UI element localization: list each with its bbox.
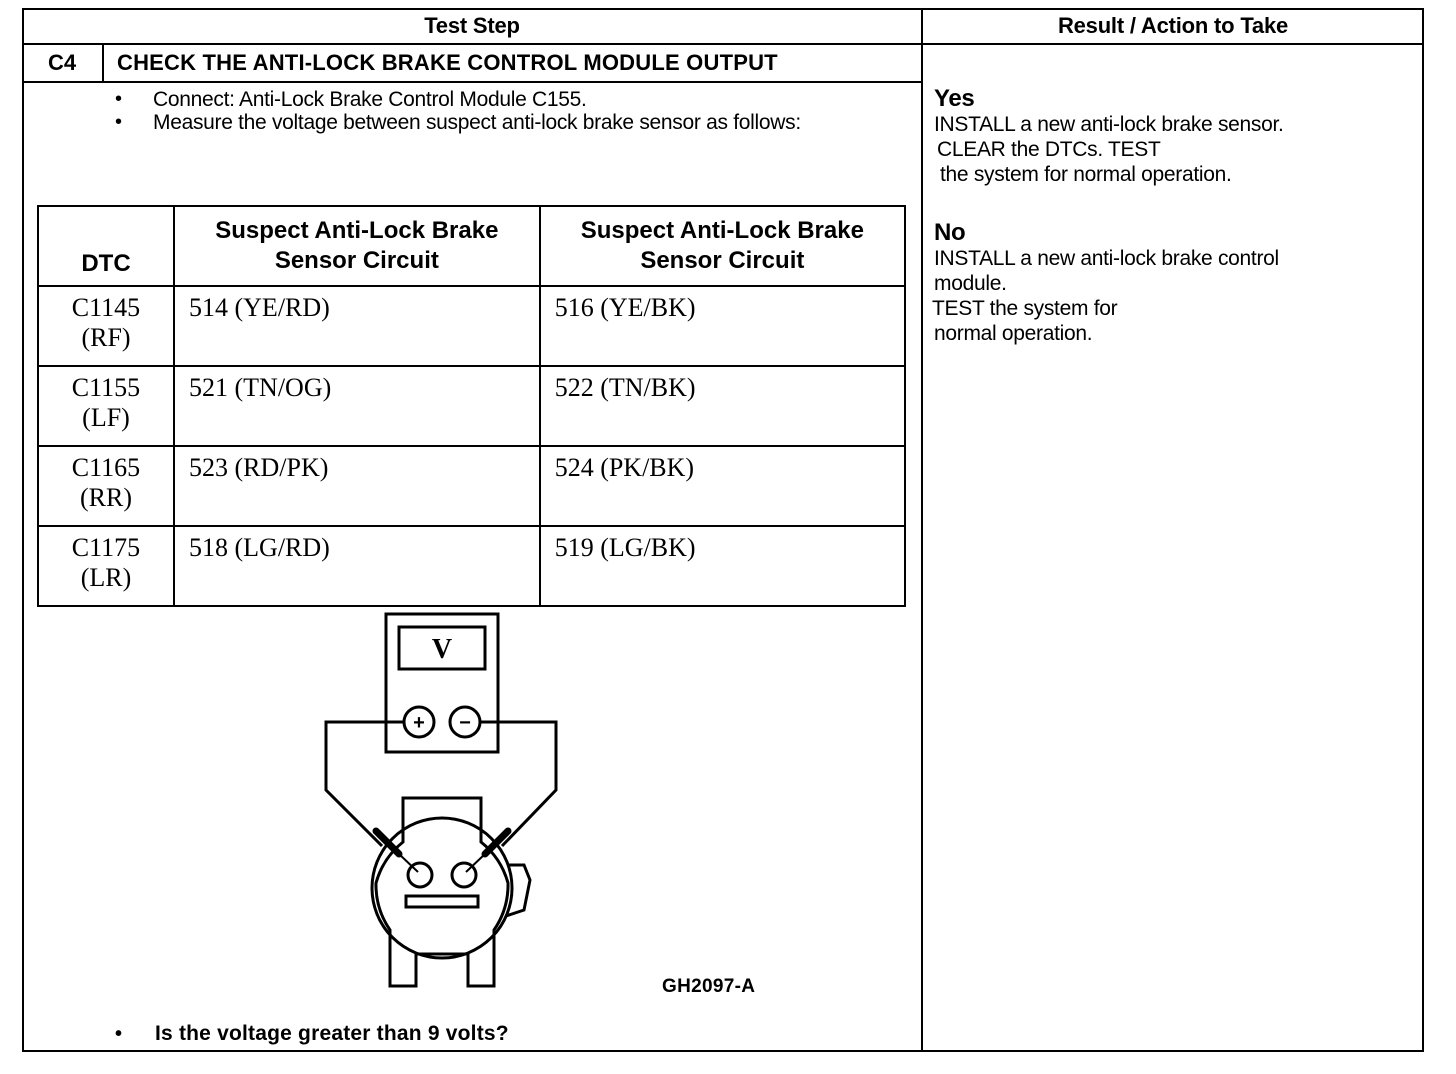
result-yes-line: CLEAR the DTCs. TEST	[937, 138, 1161, 161]
instruction-item: • Measure the voltage between suspect an…	[110, 111, 900, 134]
col-header-circuit-a: Suspect Anti-Lock Brake Sensor Circuit	[173, 205, 541, 287]
dtc-wheel: (LR)	[80, 563, 132, 592]
probe-tip-left	[372, 827, 403, 858]
dtc-code: C1145	[71, 293, 141, 322]
minus-sign: −	[459, 712, 471, 734]
result-no-line: INSTALL a new anti-lock brake control	[934, 247, 1279, 270]
column-divider	[921, 8, 923, 1052]
connector-key-slot	[404, 894, 480, 909]
voltmeter-body	[384, 612, 500, 754]
sensor-pin-left	[406, 861, 434, 889]
circuit-b-cell: 524 (PK/BK)	[538, 445, 907, 527]
probe-tip-right	[481, 827, 512, 858]
positive-lead	[324, 720, 404, 848]
table-row: C1155 (LF) 521 (TN/OG) 522 (TN/BK)	[37, 365, 907, 447]
step-id: C4	[22, 45, 104, 81]
instruction-item: • Connect: Anti-Lock Brake Control Modul…	[110, 88, 900, 111]
result-yes-line: the system for normal operation.	[940, 163, 1232, 186]
circuit-b-cell: 516 (YE/BK)	[538, 285, 907, 367]
circuit-b-cell: 522 (TN/BK)	[538, 365, 907, 447]
table-row: C1175 (LR) 518 (LG/RD) 519 (LG/BK)	[37, 525, 907, 607]
dtc-code: C1155	[71, 373, 141, 402]
circuit-a-cell: 523 (RD/PK)	[173, 445, 541, 527]
voltmeter-diagram: V + −	[324, 612, 558, 988]
circuit-b-cell: 519 (LG/BK)	[538, 525, 907, 607]
bullet: •	[115, 111, 122, 133]
dtc-code: C1165	[71, 453, 141, 482]
table-row: C1145 (RF) 514 (YE/RD) 516 (YE/BK)	[37, 285, 907, 367]
dtc-code: C1175	[71, 533, 141, 562]
bullet: •	[115, 1023, 123, 1045]
dtc-cell: C1175 (LR)	[37, 525, 175, 607]
dtc-wheel: (RR)	[80, 483, 132, 512]
col-header-circuit-b: Suspect Anti-Lock Brake Sensor Circuit	[538, 205, 907, 287]
result-yes-label: Yes	[934, 85, 975, 112]
question-text: Is the voltage greater than 9 volts?	[155, 1022, 509, 1045]
probe-needle-right	[465, 853, 486, 873]
procedure-frame	[22, 8, 1424, 1052]
meter-label: V	[432, 634, 452, 665]
dtc-wheel: (RF)	[81, 323, 131, 352]
result-yes: Yes INSTALL a new anti-lock brake sensor…	[934, 86, 1284, 187]
figure-id: GH2097-A	[662, 976, 756, 997]
dtc-cell: C1165 (RR)	[37, 445, 175, 527]
dtc-circuit-table: DTC Suspect Anti-Lock Brake Sensor Circu…	[37, 205, 907, 607]
result-no-label: No	[934, 219, 966, 246]
header-test-step: Test Step	[22, 8, 922, 45]
step-instructions: • Connect: Anti-Lock Brake Control Modul…	[110, 88, 900, 134]
table-row: C1165 (RR) 523 (RD/PK) 524 (PK/BK)	[37, 445, 907, 527]
probe-needle-left	[398, 853, 419, 873]
dtc-cell: C1155 (LF)	[37, 365, 175, 447]
step-title-row: C4 CHECK THE ANTI-LOCK BRAKE CONTROL MOD…	[22, 45, 922, 83]
result-no: No INSTALL a new anti-lock brake control…	[932, 219, 1279, 346]
step-title: CHECK THE ANTI-LOCK BRAKE CONTROL MODULE…	[117, 50, 778, 75]
voltmeter-display	[397, 625, 487, 671]
step-question: • Is the voltage greater than 9 volts?	[115, 1022, 509, 1046]
dtc-wheel: (LF)	[82, 403, 130, 432]
circuit-a-cell: 518 (LG/RD)	[173, 525, 541, 607]
sensor-pin-right	[450, 861, 478, 889]
instruction-text: Connect: Anti-Lock Brake Control Module …	[153, 88, 587, 111]
bullet: •	[115, 88, 122, 110]
result-no-line: TEST the system for	[932, 297, 1118, 320]
circuit-a-cell: 514 (YE/RD)	[173, 285, 541, 367]
header-result-action: Result / Action to Take	[922, 8, 1424, 45]
plus-sign: +	[413, 712, 425, 734]
table-header-row: DTC Suspect Anti-Lock Brake Sensor Circu…	[37, 205, 907, 287]
col-header-dtc: DTC	[37, 205, 175, 287]
negative-lead	[480, 720, 558, 848]
connector-latch	[505, 863, 532, 918]
connector-face	[370, 816, 514, 960]
result-no-line: module.	[934, 272, 1007, 295]
result-no-line: normal operation.	[934, 322, 1093, 345]
result-yes-line: INSTALL a new anti-lock brake sensor.	[934, 113, 1284, 136]
instruction-text: Measure the voltage between suspect anti…	[153, 111, 801, 134]
dtc-cell: C1145 (RF)	[37, 285, 175, 367]
circuit-a-cell: 521 (TN/OG)	[173, 365, 541, 447]
